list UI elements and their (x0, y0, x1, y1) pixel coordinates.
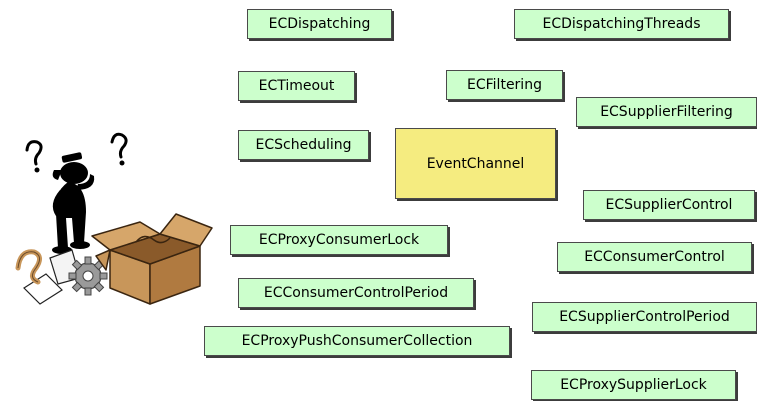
node-ec-scheduling: ECScheduling (238, 130, 369, 160)
node-ec-supplier-filtering: ECSupplierFiltering (576, 97, 757, 127)
node-ec-supplier-control: ECSupplierControl (583, 190, 755, 220)
question-mark-icon (25, 132, 128, 166)
papers-icon (23, 249, 81, 305)
box-icon (91, 213, 213, 305)
node-ec-dispatching-threads: ECDispatchingThreads (514, 9, 729, 39)
node-ec-consumer-control-period: ECConsumerControlPeriod (238, 278, 474, 308)
node-ec-filtering: ECFiltering (446, 70, 563, 100)
node-ec-consumer-control: ECConsumerControl (557, 242, 752, 272)
node-ec-dispatching: ECDispatching (247, 9, 392, 39)
node-ec-timeout: ECTimeout (238, 71, 355, 101)
confused-person-clipart-icon (15, 132, 213, 305)
gear-icon (68, 256, 108, 296)
node-ec-proxy-push-consumer-collection: ECProxyPushConsumerCollection (204, 326, 510, 356)
event-channel-node: EventChannel (395, 128, 556, 199)
node-ec-proxy-consumer-lock: ECProxyConsumerLock (230, 225, 448, 255)
figure-icon (52, 152, 95, 254)
node-ec-proxy-supplier-lock: ECProxySupplierLock (531, 370, 736, 400)
node-ec-supplier-control-period: ECSupplierControlPeriod (532, 302, 757, 332)
